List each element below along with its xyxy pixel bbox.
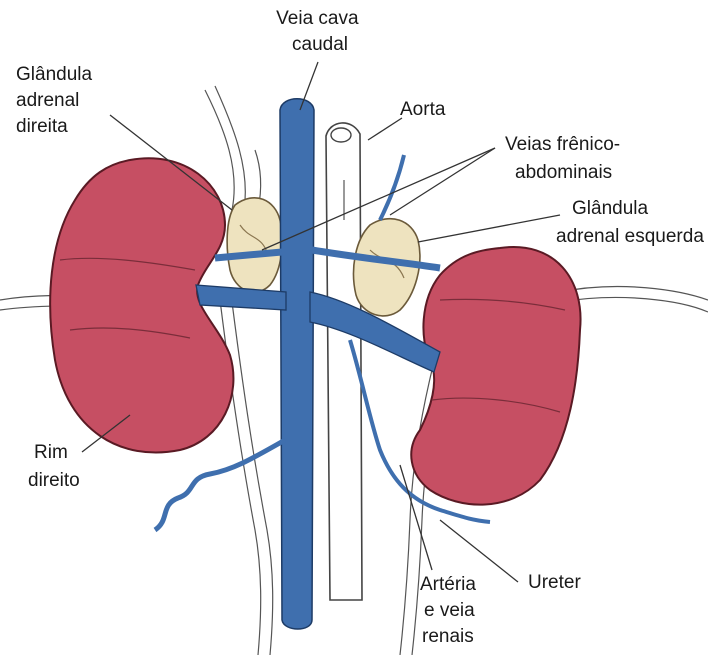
- label-caudal-vena-cava: Veia cava caudal: [276, 8, 364, 55]
- left-kidney: [411, 247, 580, 505]
- label-right-kidney: Rim direito: [28, 442, 80, 491]
- label-aorta: Aorta: [400, 99, 446, 120]
- label-renal-artery-vein: Artéria e veia renais: [420, 574, 481, 647]
- label-ureter: Ureter: [528, 572, 581, 593]
- label-phrenicoabdominal-veins: Veias frênico- abdominais: [505, 134, 625, 183]
- caudal-vena-cava-vessel: [280, 99, 314, 629]
- label-right-adrenal-gland: Glândula adrenal direita: [16, 64, 97, 137]
- label-left-adrenal-gland: Glândula adrenal esquerda: [556, 198, 704, 247]
